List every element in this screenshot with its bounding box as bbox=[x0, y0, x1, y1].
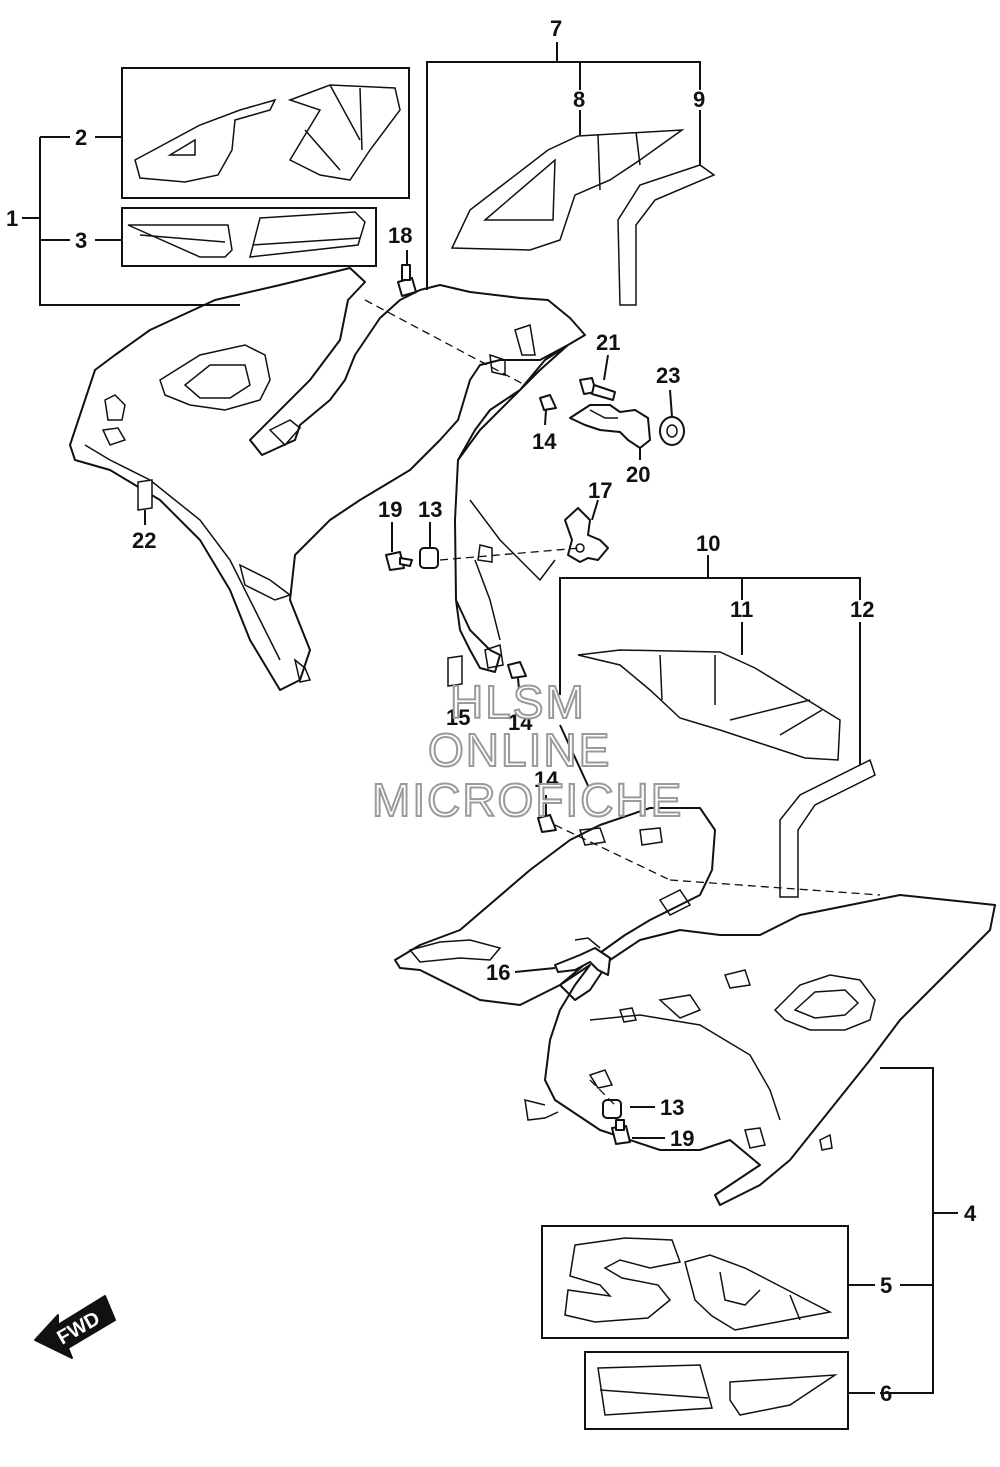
cowling-upper-left bbox=[69, 267, 586, 691]
callout-labels: 1 2 3 7 8 9 18 21 23 14 20 17 19 13 22 1… bbox=[6, 16, 977, 1406]
callout-17: 17 bbox=[588, 478, 612, 503]
callout-12: 12 bbox=[850, 597, 874, 622]
callout-18: 18 bbox=[388, 223, 412, 248]
callout-10: 10 bbox=[696, 531, 720, 556]
part-21-bolt bbox=[579, 377, 616, 401]
callout-14-a: 14 bbox=[532, 429, 557, 454]
watermark-line-1: HLSM bbox=[450, 676, 586, 728]
part-14-clip-c bbox=[537, 814, 557, 833]
part-16-bracket bbox=[554, 937, 611, 976]
callout-13-a: 13 bbox=[418, 497, 442, 522]
callout-13-b: 13 bbox=[660, 1095, 684, 1120]
part-17-bracket bbox=[564, 507, 609, 563]
part-12-trim bbox=[779, 758, 876, 898]
part-14-clip-a bbox=[539, 394, 557, 411]
watermark: HLSM ONLINE MICROFICHE bbox=[371, 675, 683, 827]
part-18-screw bbox=[397, 264, 417, 297]
part-19-screw-upper bbox=[385, 551, 413, 571]
callout-3: 3 bbox=[75, 228, 87, 253]
part-11-decal bbox=[577, 649, 841, 761]
callout-23: 23 bbox=[656, 363, 680, 388]
callout-19-a: 19 bbox=[378, 497, 402, 522]
callout-21: 21 bbox=[596, 330, 620, 355]
callout-11: 11 bbox=[730, 597, 753, 622]
decal-set-6 bbox=[584, 1351, 849, 1430]
part-20-bracket bbox=[569, 404, 651, 449]
watermark-line-2: ONLINE bbox=[428, 724, 611, 776]
part-8-decal bbox=[450, 129, 685, 251]
part-19-screw-lower bbox=[611, 1119, 631, 1145]
assembly-lines bbox=[364, 299, 881, 1106]
callout-6: 6 bbox=[880, 1381, 892, 1406]
callout-19-b: 19 bbox=[670, 1126, 694, 1151]
part-9-trim bbox=[617, 164, 716, 306]
callout-4: 4 bbox=[964, 1201, 977, 1226]
part-22-label bbox=[137, 479, 153, 511]
callout-16: 16 bbox=[486, 960, 510, 985]
callout-14-c: 14 bbox=[534, 767, 559, 792]
decal-set-3 bbox=[121, 207, 377, 267]
decal-set-2 bbox=[121, 67, 410, 199]
callout-15: 15 bbox=[446, 705, 470, 730]
decal-set-5 bbox=[541, 1225, 849, 1339]
callout-8: 8 bbox=[573, 87, 585, 112]
callout-2: 2 bbox=[75, 125, 87, 150]
callout-1: 1 bbox=[6, 206, 18, 231]
callout-22: 22 bbox=[132, 528, 156, 553]
watermark-line-3: MICROFICHE bbox=[372, 774, 683, 826]
callout-7: 7 bbox=[550, 16, 562, 41]
callout-5: 5 bbox=[880, 1273, 892, 1298]
part-13-nut-upper bbox=[419, 547, 439, 569]
fwd-arrow-icon: FWD bbox=[34, 1295, 116, 1359]
callout-20: 20 bbox=[626, 462, 650, 487]
leader-lines bbox=[22, 42, 958, 1394]
callout-9: 9 bbox=[693, 87, 705, 112]
part-13-nut-lower bbox=[602, 1099, 622, 1119]
part-15-label bbox=[447, 655, 463, 687]
part-23-grommet bbox=[659, 416, 685, 446]
part-14-clip-b bbox=[507, 661, 527, 679]
callout-14-b: 14 bbox=[508, 710, 533, 735]
cowling-lower-right bbox=[394, 807, 996, 1206]
